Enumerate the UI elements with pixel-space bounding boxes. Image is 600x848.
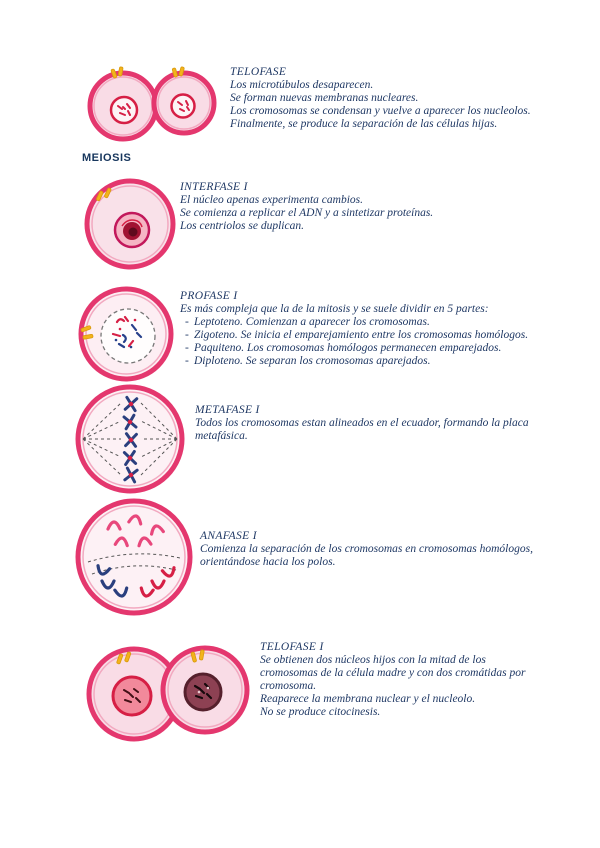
text-line: Se obtienen dos núcleos hijos con la mit…	[260, 654, 486, 666]
list-item: - Diploteno. Se separan los cromosomas a…	[180, 355, 528, 368]
telofase1-text: TELOFASE I Se obtienen dos núcleos hijos…	[260, 641, 525, 719]
interfase1-text: INTERFASE I El núcleo apenas experimenta…	[180, 181, 433, 233]
text-line: orientándose hacia los polos.	[200, 556, 336, 568]
text-line: Los centriolos se duplican.	[180, 220, 304, 232]
text-line: Es más compleja que la de la mitosis y s…	[180, 303, 489, 315]
telofase1-cells-drawing	[86, 645, 250, 742]
left-nucleus	[111, 675, 153, 717]
spindle-fibers-dashed	[82, 402, 178, 476]
meiosis-heading: MEIOSIS	[82, 152, 132, 164]
text-line: cromosomas de la célula madre y con dos …	[260, 667, 526, 679]
right-nucleus	[183, 672, 223, 712]
nucleus	[113, 211, 151, 249]
metafase1-text: METAFASE I Todos los cromosomas estan al…	[195, 404, 529, 443]
bullet-text: Zigoteno. Se inicia el emparejamiento en…	[194, 329, 529, 341]
text-line: Finalmente, se produce la separación de …	[230, 118, 498, 130]
cell-inner-line	[85, 293, 167, 375]
anafase1-cell-drawing	[75, 498, 193, 616]
section-title: TELOFASE	[230, 66, 287, 78]
text-line: No se produce citocinesis.	[260, 706, 381, 718]
section-title: TELOFASE I	[260, 641, 324, 653]
bullet-marker: -	[185, 342, 189, 354]
nuclear-envelope-dashed	[100, 308, 156, 364]
bullet-marker: -	[185, 329, 189, 341]
text-line: metafásica.	[195, 430, 248, 442]
right-cell-inner-line	[167, 652, 243, 728]
section-title: ANAFASE I	[200, 530, 257, 542]
text-line: cromosoma.	[260, 680, 317, 692]
centrioles-icon	[80, 325, 94, 340]
text-line: Reaparece la membrana nuclear y el nucle…	[260, 693, 476, 705]
text-line: Comienza la separación de los cromosomas…	[200, 543, 533, 555]
bullet-text: Paquiteno. Los cromosomas homólogos perm…	[194, 342, 502, 354]
profase1-cell-drawing	[78, 286, 174, 382]
list-item: - Leptoteno. Comienzan a aparecer los cr…	[180, 316, 528, 329]
centrioles-icon	[110, 66, 185, 79]
centrioles-icon	[116, 649, 205, 665]
cell-inner-line	[82, 505, 186, 609]
bullet-text: Leptoteno. Comienzan a aparecer los crom…	[194, 316, 430, 328]
section-title: METAFASE I	[195, 404, 260, 416]
list-item: - Zigoteno. Se inicia el emparejamiento …	[180, 329, 528, 342]
mitosis-telophase-cells-drawing	[87, 66, 217, 142]
text-line: Los microtúbulos desaparecen.	[230, 79, 374, 91]
anafase1-text: ANAFASE I Comienza la separación de los …	[200, 530, 533, 569]
bullet-marker: -	[185, 355, 189, 367]
text-line: El núcleo apenas experimenta cambios.	[180, 194, 363, 206]
text-line: Se comienza a replicar el ADN y a sintet…	[180, 207, 434, 219]
text-line: Los cromosomas se condensan y vuelve a a…	[230, 105, 531, 117]
bullet-text: Diploteno. Se separan los cromosomas apa…	[194, 355, 431, 367]
centrioles-icon	[96, 187, 112, 202]
bullet-marker: -	[185, 316, 189, 328]
right-cell-inner-line	[157, 76, 211, 130]
mitosis-telophase-text: TELOFASE Los microtúbulos desaparecen. S…	[230, 66, 531, 131]
section-title: INTERFASE I	[180, 181, 248, 193]
cell-inner-line	[91, 185, 169, 263]
left-nucleus	[109, 95, 139, 125]
section-title: PROFASE I	[180, 290, 238, 302]
profase1-text: PROFASE I Es más compleja que la de la m…	[180, 290, 528, 368]
text-line: Se forman nuevas membranas nucleares.	[230, 92, 419, 104]
text-line: Todos los cromosomas estan alineados en …	[195, 417, 529, 429]
interfase1-cell-drawing	[84, 178, 176, 270]
chromosomes	[111, 315, 143, 349]
metafase1-cell-drawing	[75, 384, 185, 494]
list-item: - Paquiteno. Los cromosomas homólogos pe…	[180, 342, 528, 355]
right-nucleus	[170, 93, 196, 119]
